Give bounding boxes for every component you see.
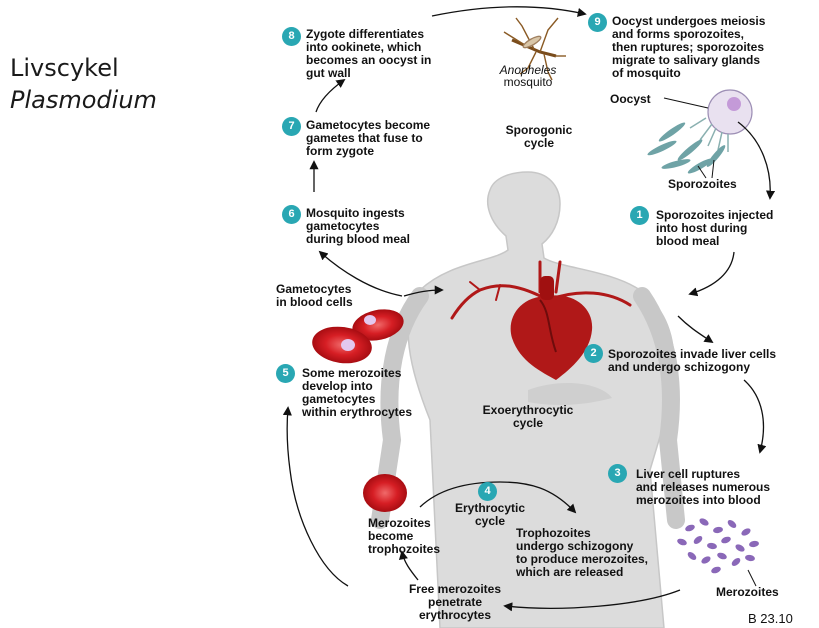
oocyst-illustration bbox=[664, 90, 752, 152]
merozoites-become-trophozoites-label: Merozoites become trophozoites bbox=[368, 517, 440, 556]
sporozoites-label: Sporozoites bbox=[668, 178, 737, 191]
exoerythrocytic-cycle-label: Exoerythrocytic cycle bbox=[468, 404, 588, 430]
step-8-badge: 8 bbox=[282, 27, 301, 46]
step-3-badge: 3 bbox=[608, 464, 627, 483]
step-1-text: Sporozoites injected into host during bl… bbox=[656, 209, 773, 248]
step-7-badge: 7 bbox=[282, 117, 301, 136]
trophozoites-schizogony-label: Trophozoites undergo schizogony to produ… bbox=[516, 527, 648, 579]
title-line-1: Livscykel bbox=[10, 54, 119, 82]
step-9-text: Oocyst undergoes meiosis and forms sporo… bbox=[612, 15, 765, 80]
gametocytes-in-blood-cells-label: Gametocytes in blood cells bbox=[276, 283, 353, 309]
step-2-badge: 2 bbox=[584, 344, 603, 363]
step-9-badge: 9 bbox=[588, 13, 607, 32]
step-6-text: Mosquito ingests gametocytes during bloo… bbox=[306, 207, 410, 246]
step-1-badge: 1 bbox=[630, 206, 649, 225]
oocyst-label: Oocyst bbox=[610, 93, 651, 106]
free-merozoites-label: Free merozoites penetrate erythrocytes bbox=[400, 583, 510, 622]
merozoites-cluster bbox=[676, 517, 759, 586]
step-5-badge: 5 bbox=[276, 364, 295, 383]
step-4-badge: 4 bbox=[478, 482, 497, 501]
step-2-text: Sporozoites invade liver cells and under… bbox=[608, 348, 776, 374]
step-7-text: Gametocytes become gametes that fuse to … bbox=[306, 119, 430, 158]
merozoites-label: Merozoites bbox=[716, 586, 779, 599]
figure-reference: B 23.10 bbox=[748, 612, 793, 625]
step-3-text: Liver cell ruptures and releases numerou… bbox=[636, 468, 770, 507]
step-5-text: Some merozoites develop into gametocytes… bbox=[302, 367, 412, 419]
step-8-text: Zygote differentiates into ookinete, whi… bbox=[306, 28, 431, 80]
title-line-2: Plasmodium bbox=[10, 86, 157, 114]
mosquito-label: mosquito bbox=[488, 76, 568, 89]
step-4-text: Erythrocytic cycle bbox=[440, 502, 540, 528]
sporogonic-cycle-label: Sporogonic cycle bbox=[484, 124, 594, 150]
step-6-badge: 6 bbox=[282, 205, 301, 224]
